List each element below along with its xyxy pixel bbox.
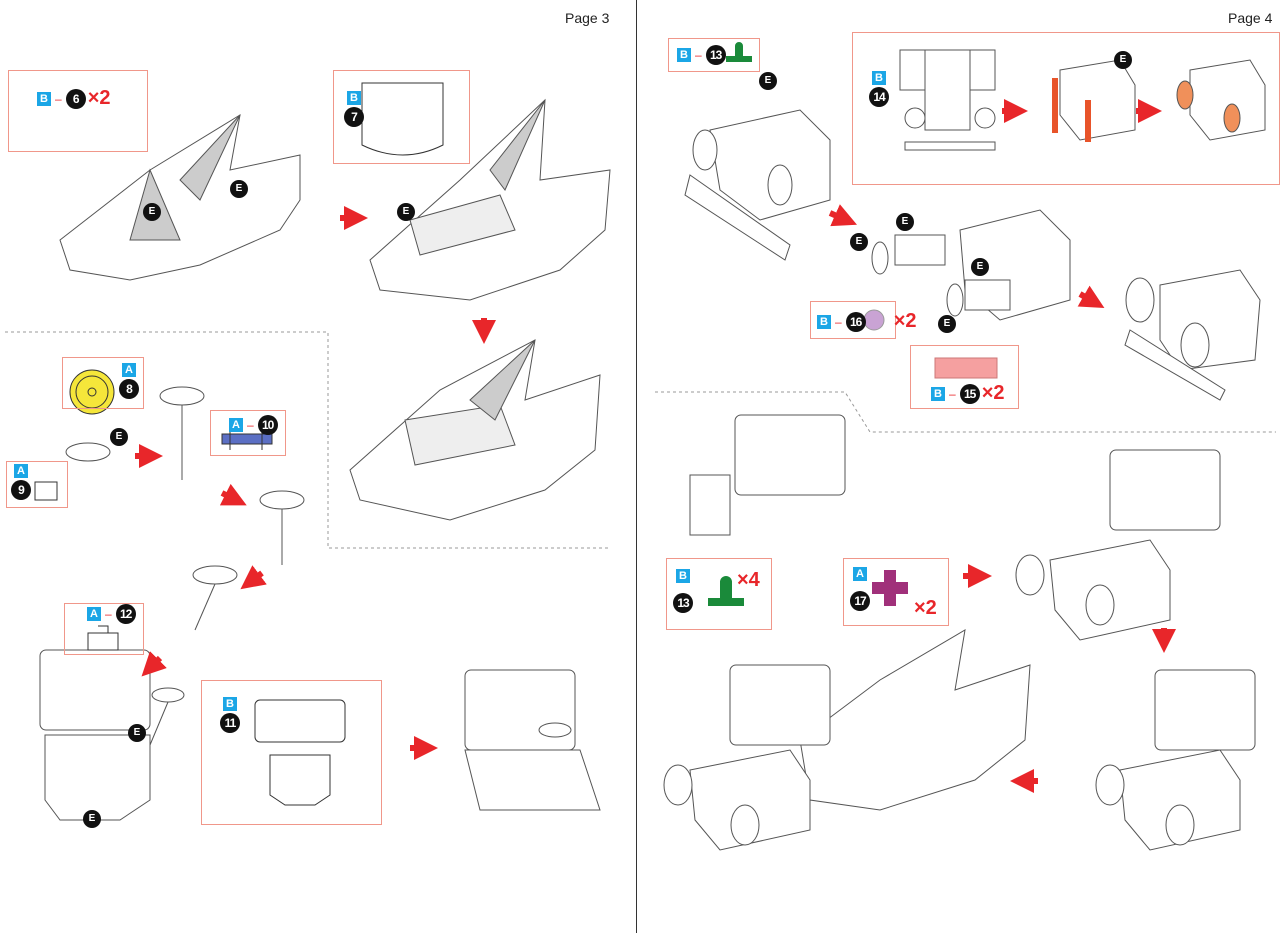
part-15-shape <box>934 357 998 379</box>
callout-part-16: B–16×2 <box>810 301 917 339</box>
sheet-badge: B <box>817 314 831 329</box>
glue-marker-e: E <box>850 233 868 251</box>
part-number: 8 <box>119 379 139 399</box>
sheet-badge: B <box>223 697 237 711</box>
part-13-shape <box>726 42 752 62</box>
car-body-step2 <box>369 98 611 301</box>
glue-marker-e: E <box>128 724 146 742</box>
part-number: 15 <box>959 383 980 404</box>
part-number: 16 <box>845 311 866 332</box>
quantity: ×4 <box>737 569 760 591</box>
full-car-result <box>663 629 1031 851</box>
part-number: 17 <box>850 591 870 611</box>
page-label-4: Page 4 <box>1228 10 1273 26</box>
sheet-badge: B <box>37 91 51 106</box>
callout-part-10: A–10 <box>210 410 286 456</box>
callout-part-11: B 11 <box>201 680 382 825</box>
sheet-badge: B <box>872 71 886 85</box>
quantity: ×2 <box>893 310 917 332</box>
car-body-step3 <box>349 339 601 521</box>
quantity: ×2 <box>87 87 111 109</box>
sheet-badge: B <box>676 569 690 583</box>
radiator-engine-step <box>1015 449 1221 641</box>
part-13-shape-b <box>708 576 744 606</box>
sheet-badge: A <box>229 418 243 432</box>
callout-part-13-top: B–13 <box>668 38 760 72</box>
glue-marker-e: E <box>938 315 956 333</box>
glue-marker-e: E <box>1114 51 1132 69</box>
part-14-shape <box>899 49 996 151</box>
part-number: 13 <box>705 45 726 65</box>
callout-part-15: B–15×2 <box>910 345 1019 409</box>
engine-result <box>1124 269 1261 401</box>
step-separator <box>655 391 1276 433</box>
sheet-badge: B <box>347 91 361 105</box>
part-number: 12 <box>115 604 136 624</box>
callout-part-12: A–12 <box>64 603 144 655</box>
part-number: 14 <box>869 87 889 107</box>
callout-part-17: A 17 ×2 <box>843 558 949 626</box>
callout-part-6: B–6×2 <box>8 70 148 152</box>
glue-marker-e: E <box>896 213 914 231</box>
page-divider <box>636 0 637 933</box>
glue-marker-e: E <box>230 180 248 198</box>
sheet-badge: A <box>87 607 101 621</box>
part-number: 7 <box>344 107 364 127</box>
quantity: ×2 <box>981 382 1005 404</box>
part-14-substeps <box>1052 59 1266 142</box>
glue-marker-e: E <box>397 203 415 221</box>
part-number: 13 <box>673 593 693 613</box>
dashboard-result <box>464 669 601 811</box>
step-separator <box>5 331 608 549</box>
glue-marker-e: E <box>971 258 989 276</box>
page-label-3: Page 3 <box>565 10 610 26</box>
engine-exploded-step <box>871 209 1071 321</box>
steering-wheel-steps <box>65 386 305 631</box>
glue-marker-e: E <box>759 72 777 90</box>
part-7-shape <box>361 82 444 156</box>
part-12-shape <box>87 625 119 651</box>
part-9-shape <box>34 481 58 501</box>
step-arrows <box>135 99 1176 793</box>
radiator-engine-result <box>1095 669 1256 851</box>
part-17-shape <box>872 570 908 606</box>
part-number: 11 <box>220 713 240 733</box>
part-number: 6 <box>65 88 86 109</box>
glue-marker-e: E <box>83 810 101 828</box>
engine-hood-step <box>684 109 831 261</box>
part-number: 9 <box>11 480 31 500</box>
part-11-shape <box>254 699 346 806</box>
sheet-badge: A <box>853 567 867 581</box>
glue-marker-e: E <box>110 428 128 446</box>
quantity: ×2 <box>914 597 937 619</box>
part-number: 10 <box>257 415 278 435</box>
sheet-badge: B <box>677 48 691 62</box>
callout-part-13-bottom: B 13 ×4 <box>666 558 772 630</box>
sheet-badge: B <box>931 386 945 401</box>
dashboard-step <box>39 649 185 821</box>
glue-marker-e: E <box>143 203 161 221</box>
callout-part-14: B 14 <box>852 32 1280 185</box>
radiator-step <box>689 414 846 536</box>
sheet-badge: A <box>14 464 28 478</box>
sheet-badge: A <box>122 363 136 377</box>
